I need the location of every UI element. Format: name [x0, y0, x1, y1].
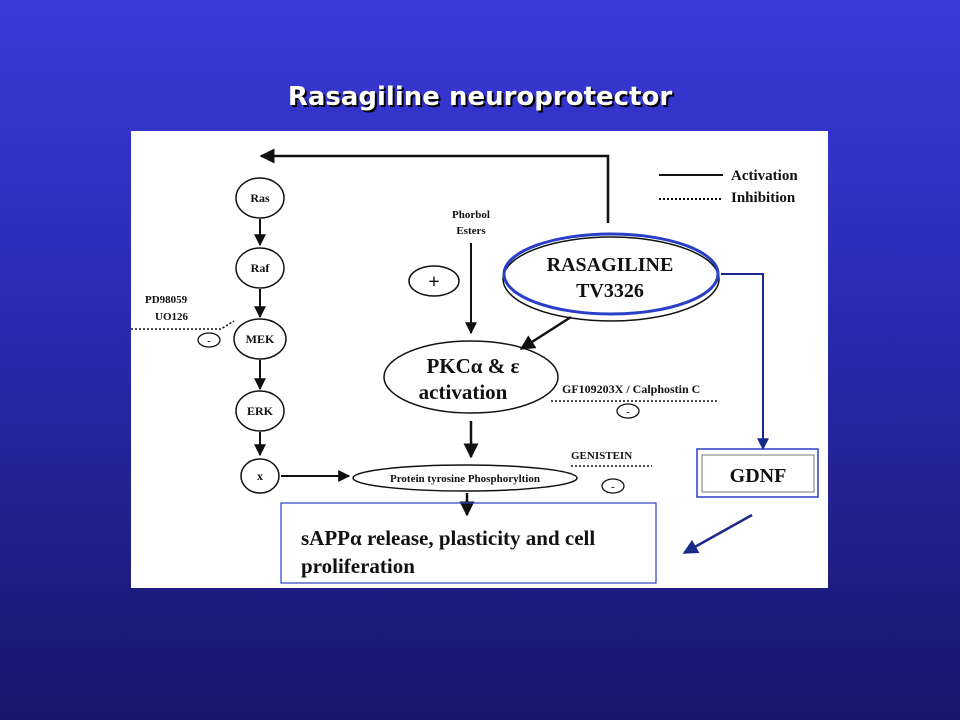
plus-circle	[408, 265, 460, 297]
node-raf	[235, 247, 285, 289]
arrow-rasagiline-to-gdnf	[721, 273, 769, 451]
mek-minus-icon: -	[207, 335, 211, 347]
outcome-label-1: sAPPα release, plasticity and cell	[301, 526, 595, 550]
ptp-label: Protein tyrosine Phosphoryltion	[390, 473, 540, 485]
rasagiline-label-1: RASAGILINE	[547, 254, 674, 276]
node-x-label: x	[257, 469, 263, 483]
phorbol-label-1: Phorbol	[452, 209, 490, 221]
mek-inhibition-line	[131, 320, 235, 330]
slide-title: Rasagiline neuroprotector	[287, 82, 673, 112]
legend-activation-label: Activation	[731, 168, 798, 184]
ptp-ellipse	[352, 464, 578, 492]
pathway-svg: Activation Inhibition Ras Raf MEK ERK x …	[131, 148, 819, 584]
outcome-label-2: proliferation	[301, 554, 415, 578]
gdnf-label: GDNF	[730, 465, 787, 487]
node-raf-label: Raf	[251, 261, 271, 275]
inhibitor-pd98059: PD98059	[145, 294, 188, 306]
arrow-gdnf-to-outcome	[682, 513, 753, 555]
inhibitor-uo126: UO126	[155, 311, 189, 323]
node-ras	[235, 177, 285, 219]
node-erk-label: ERK	[247, 404, 274, 418]
pathway-diagram: Activation Inhibition Ras Raf MEK ERK x …	[131, 131, 828, 588]
inhibitor-genistein: GENISTEIN	[571, 450, 632, 462]
node-erk	[235, 390, 285, 432]
inhibitor-pkc: GF109203X / Calphostin C	[562, 382, 700, 396]
rasagiline-highlight	[502, 232, 720, 316]
pkc-label-2: activation	[419, 380, 508, 404]
pkc-minus-icon: -	[626, 406, 630, 418]
node-ras-label: Ras	[250, 191, 270, 205]
genistein-minus-icon: -	[611, 481, 615, 493]
phorbol-label-2: Esters	[456, 225, 486, 237]
feedback-arrow	[259, 148, 610, 223]
pkc-label-1: PKCα & ε	[426, 354, 519, 378]
gdnf-box	[696, 448, 819, 498]
node-x	[240, 458, 280, 494]
pkc-ellipse	[383, 340, 559, 414]
rasagiline-label-2: TV3326	[576, 280, 644, 302]
node-mek	[233, 318, 287, 360]
node-mek-label: MEK	[246, 332, 275, 346]
arrow-rasagiline-to-pkc	[519, 315, 572, 351]
plus-icon: +	[428, 271, 439, 293]
outcome-box	[280, 502, 657, 584]
legend-inhibition-label: Inhibition	[731, 190, 796, 206]
